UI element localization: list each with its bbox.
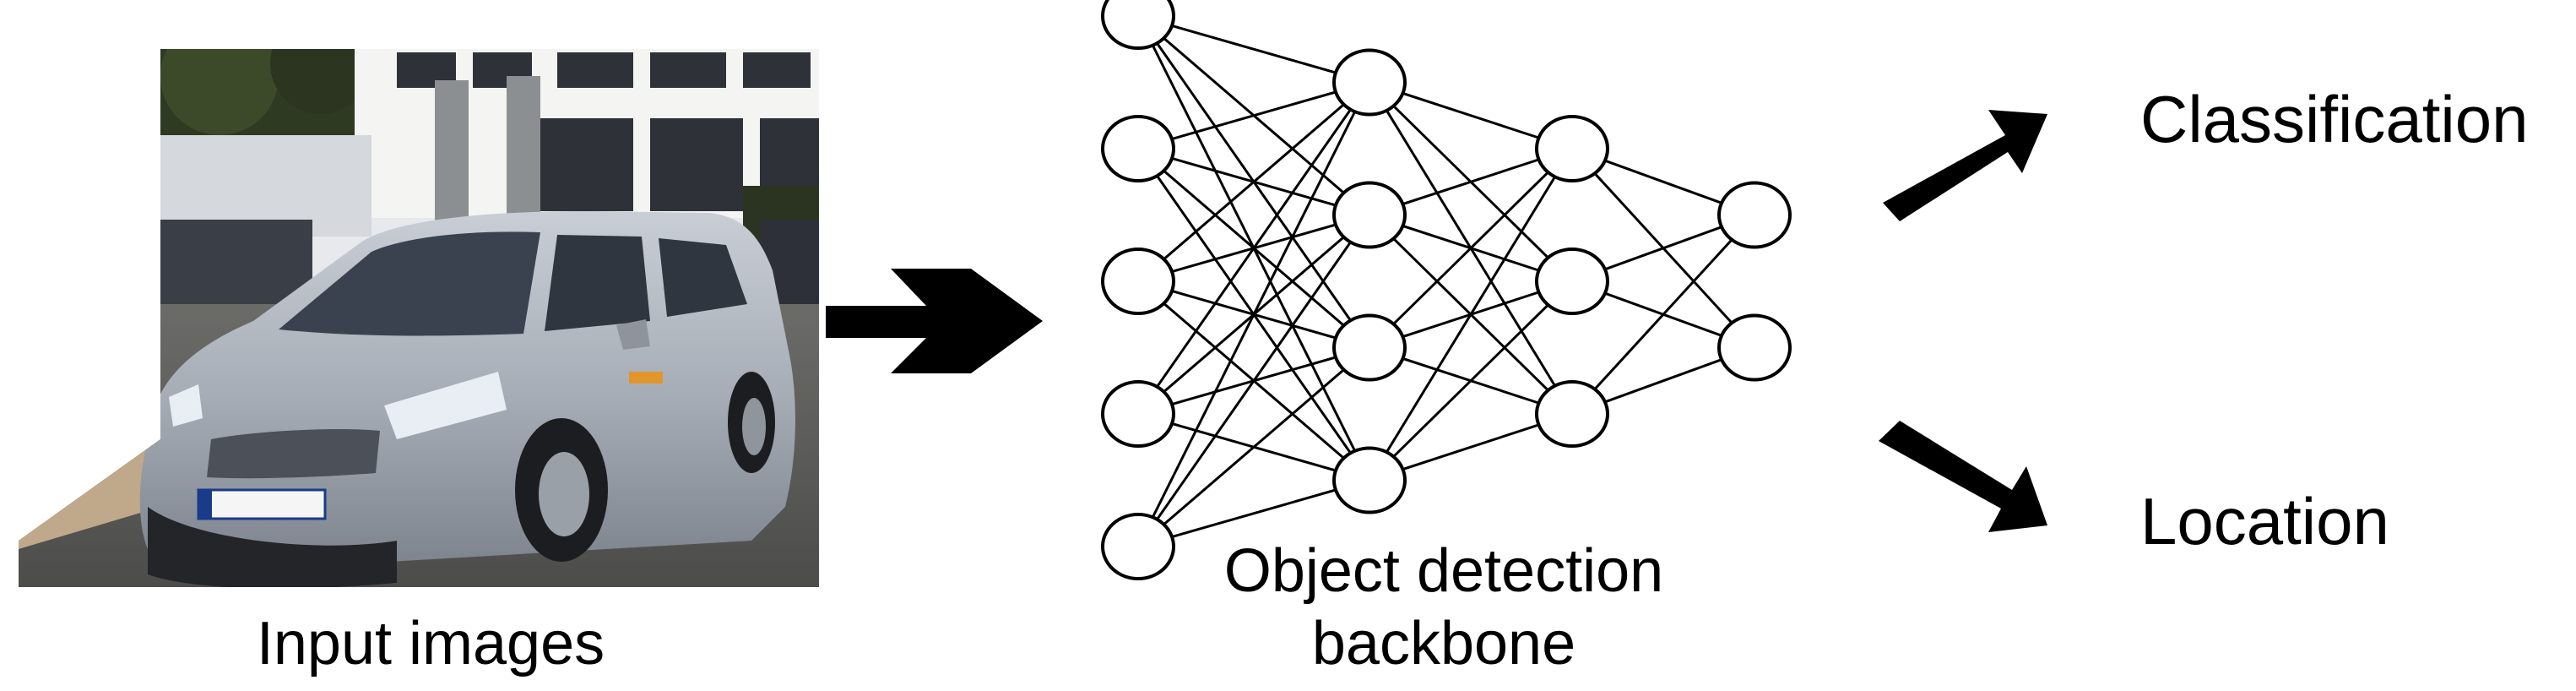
input-arrow <box>826 269 1043 373</box>
network-node <box>1717 181 1792 249</box>
backbone-label: Object detection backbone <box>1131 535 1756 680</box>
network-edge <box>1137 346 1370 548</box>
location-label: Location <box>2140 484 2389 558</box>
network-edge <box>1368 148 1574 482</box>
network-node <box>1101 0 1175 50</box>
network-node <box>1332 48 1407 117</box>
network-edge <box>1368 147 1574 349</box>
backbone-label-line-1: Object detection <box>1223 537 1664 605</box>
location-arrow <box>1879 421 2047 532</box>
network-node <box>1101 248 1175 315</box>
network-node <box>1535 380 1609 448</box>
network-node <box>1101 380 1175 448</box>
network-edge <box>1137 81 1370 150</box>
network-edge <box>1136 214 1371 547</box>
network-node <box>1101 513 1175 580</box>
network-edges <box>1136 14 1756 548</box>
network-nodes <box>1101 0 1792 580</box>
network-node <box>1535 248 1609 315</box>
network-edge <box>1136 81 1371 547</box>
backbone-label-line-2: backbone <box>1311 610 1576 677</box>
network-edge <box>1137 14 1370 84</box>
network-edge <box>1368 280 1574 482</box>
network-node <box>1717 313 1792 382</box>
network-node <box>1332 181 1407 249</box>
input-image-photo <box>19 49 819 587</box>
network-edge <box>1570 214 1756 416</box>
network-node <box>1332 446 1407 514</box>
network-node <box>1101 115 1175 182</box>
classification-arrow <box>1883 110 2047 221</box>
network-node <box>1535 115 1609 182</box>
network-edge <box>1137 479 1370 548</box>
network-node <box>1332 313 1407 382</box>
classification-label: Classification <box>2140 82 2529 156</box>
input-images-label: Input images <box>256 610 605 677</box>
network-edge <box>1136 81 1371 415</box>
network-edge <box>1137 81 1370 283</box>
